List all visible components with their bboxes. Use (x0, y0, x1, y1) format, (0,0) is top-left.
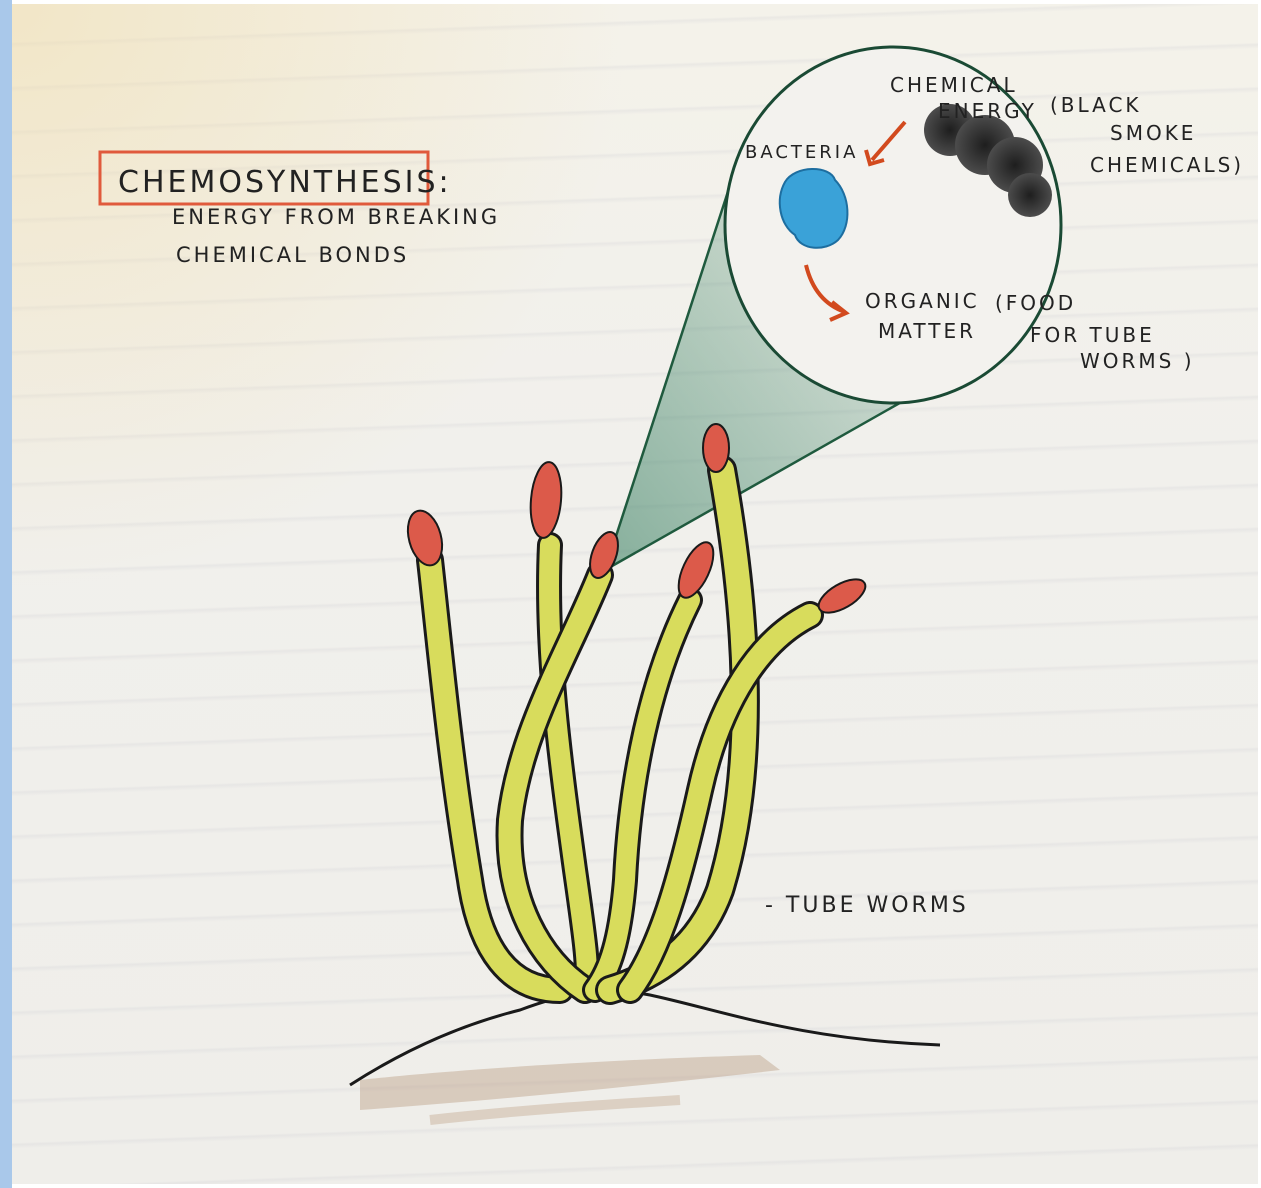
title-text: CHEMOSYNTHESIS: (118, 165, 452, 200)
label-chemical: CHEMICAL (890, 73, 1018, 97)
label-organic: ORGANIC (865, 289, 980, 313)
label-bacteria: BACTERIA (745, 142, 858, 163)
worm-plume-4 (672, 537, 721, 602)
label-black: (BLACK (1050, 93, 1142, 117)
label-for-tube: FOR TUBE (1030, 323, 1155, 347)
worm-plume-6 (813, 573, 870, 620)
worm-plume-2 (528, 461, 565, 539)
label-tube-worms: - TUBE WORMS (765, 893, 969, 918)
label-food: (FOOD (995, 291, 1076, 315)
label-matter: MATTER (878, 319, 976, 343)
worm-plume-5 (703, 424, 729, 472)
definition-line-1: ENERGY FROM BREAKING (172, 205, 500, 229)
label-smoke: SMOKE (1110, 121, 1196, 145)
label-energy: ENERGY (938, 99, 1037, 123)
label-chemicals: CHEMICALS) (1090, 153, 1244, 177)
definition-line-2: CHEMICAL BONDS (176, 243, 409, 267)
label-worms: WORMS ) (1080, 349, 1195, 373)
title-group: CHEMOSYNTHESIS: (100, 152, 452, 204)
seafloor-mound (350, 991, 940, 1120)
